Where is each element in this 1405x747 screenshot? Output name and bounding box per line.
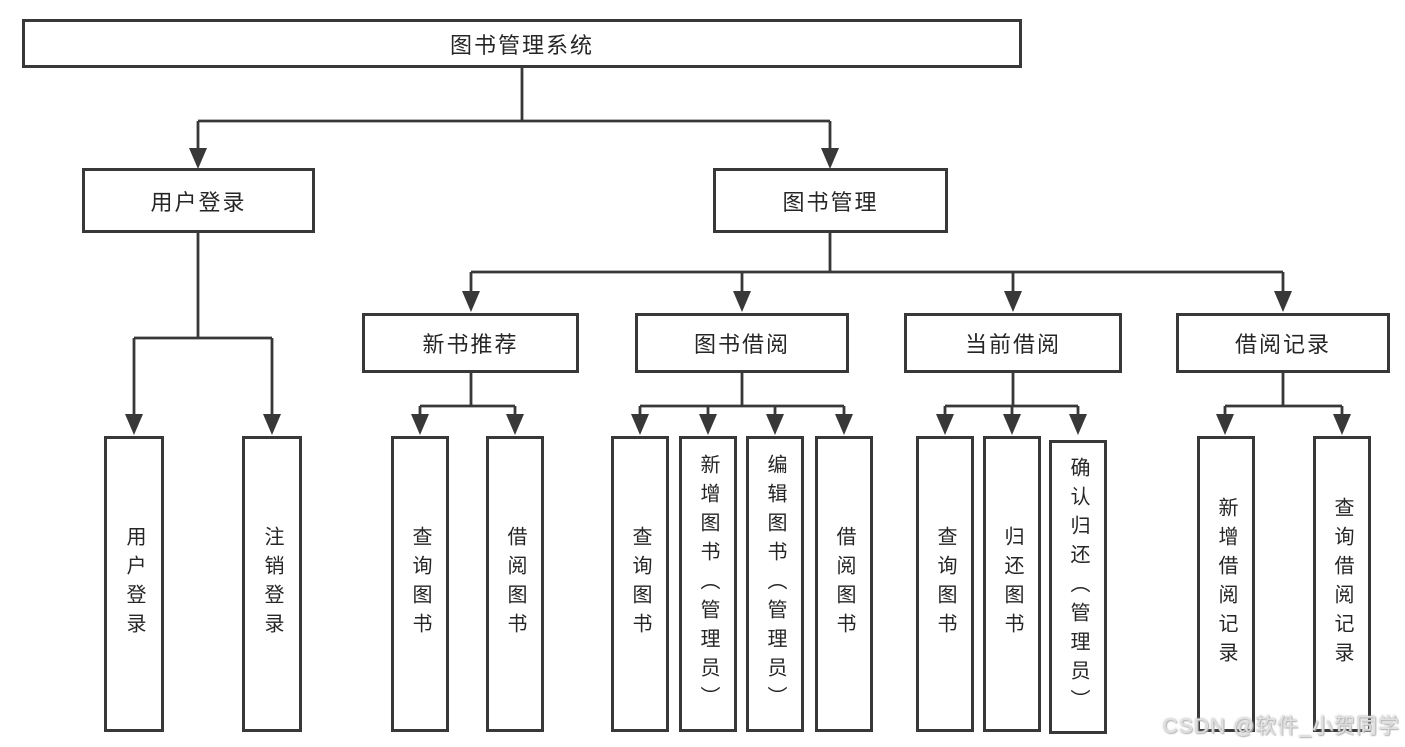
leaf-logout-login-label: 注销登录 xyxy=(261,526,283,642)
leaf-rec-borrow-books-label: 借阅图书 xyxy=(504,526,526,642)
leaf-borrow-borrow-books-label: 借阅图书 xyxy=(833,526,855,642)
leaf-borrow-edit-books-admin: 编辑图书（管理员） xyxy=(746,436,804,732)
leaf-current-confirm-return-admin-label: 确认归还（管理员） xyxy=(1067,456,1089,718)
leaf-rec-query-books: 查询图书 xyxy=(391,436,449,732)
leaf-borrow-borrow-books: 借阅图书 xyxy=(815,436,873,732)
node-book-borrowing: 图书借阅 xyxy=(635,313,849,373)
leaf-records-add-borrow-record-label: 新增借阅记录 xyxy=(1215,497,1237,671)
leaf-records-add-borrow-record: 新增借阅记录 xyxy=(1197,436,1255,732)
leaf-rec-query-books-label: 查询图书 xyxy=(409,526,431,642)
leaf-borrow-edit-books-admin-label: 编辑图书（管理员） xyxy=(764,453,786,715)
node-book-management-label: 图书管理 xyxy=(782,189,879,215)
node-borrowing-records: 借阅记录 xyxy=(1176,313,1390,373)
node-user-login-label: 用户登录 xyxy=(150,189,247,215)
leaf-borrow-add-books-admin-label: 新增图书（管理员） xyxy=(697,453,719,715)
connector-segments xyxy=(132,67,1344,415)
node-borrowing-records-label: 借阅记录 xyxy=(1234,332,1331,357)
node-book-borrowing-label: 图书借阅 xyxy=(693,332,790,357)
leaf-records-query-borrow-record: 查询借阅记录 xyxy=(1313,436,1371,732)
node-current-borrowing-label: 当前借阅 xyxy=(964,332,1061,357)
arrowheads xyxy=(125,148,1351,435)
leaf-current-query-books: 查询图书 xyxy=(916,436,974,732)
csdn-watermark: CSDN @软件_小贺同学 xyxy=(1162,715,1400,738)
leaf-user-login: 用户登录 xyxy=(104,436,164,732)
leaf-borrow-query-books: 查询图书 xyxy=(611,436,669,732)
leaf-user-login-label: 用户登录 xyxy=(123,526,145,642)
node-new-book-recommendation-label: 新书推荐 xyxy=(422,332,519,357)
leaf-current-return-books: 归还图书 xyxy=(983,436,1041,732)
leaf-records-query-borrow-record-label: 查询借阅记录 xyxy=(1331,497,1353,671)
leaf-borrow-add-books-admin: 新增图书（管理员） xyxy=(679,436,737,732)
leaf-borrow-query-books-label: 查询图书 xyxy=(629,526,651,642)
node-book-management: 图书管理 xyxy=(713,168,948,233)
leaf-current-query-books-label: 查询图书 xyxy=(934,526,956,642)
leaf-rec-borrow-books: 借阅图书 xyxy=(486,436,544,732)
leaf-logout-login: 注销登录 xyxy=(242,436,302,732)
node-user-login: 用户登录 xyxy=(82,168,315,233)
node-library-management-system: 图书管理系统 xyxy=(22,19,1022,68)
node-library-management-system-label: 图书管理系统 xyxy=(449,32,594,58)
leaf-current-confirm-return-admin: 确认归还（管理员） xyxy=(1049,440,1107,734)
leaf-current-return-books-label: 归还图书 xyxy=(1001,526,1023,642)
node-new-book-recommendation: 新书推荐 xyxy=(362,313,579,373)
node-current-borrowing: 当前借阅 xyxy=(904,313,1122,373)
